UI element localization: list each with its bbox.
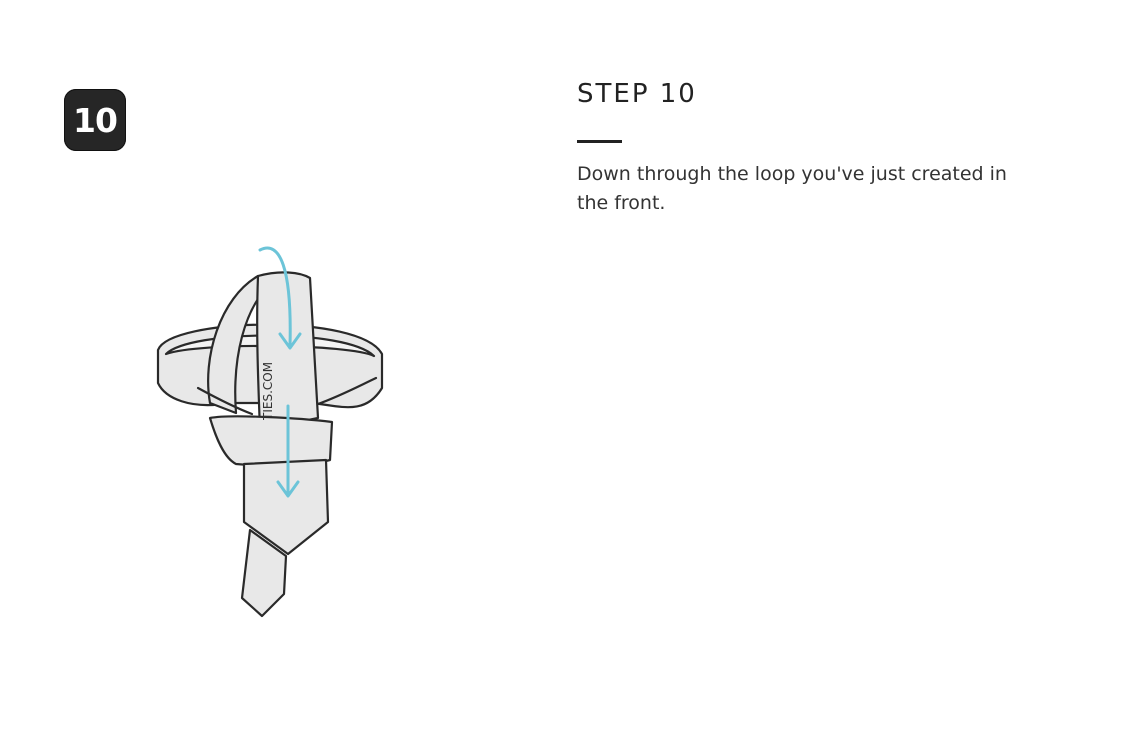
step-description: Down through the loop you've just create… <box>577 163 1007 214</box>
tie-knot-band <box>208 415 334 467</box>
step-title: STEP 10 <box>577 79 697 109</box>
collar-wrap-right <box>316 376 378 406</box>
illustration-panel: 10 TIES.COM <box>0 0 560 751</box>
arrow-down-straight-head <box>276 480 300 498</box>
tie-brand-text: TIES.COM <box>261 362 275 421</box>
title-divider <box>577 140 622 143</box>
tie-knot-illustration: TIES.COM <box>156 246 384 618</box>
arrow-down-curve-head <box>278 332 302 350</box>
tie-front-blade <box>242 458 330 556</box>
collar-wrap-left <box>196 386 254 416</box>
tie-tail <box>240 528 288 618</box>
arrow-down-curve <box>258 246 292 348</box>
step-number-badge: 10 <box>64 89 126 151</box>
